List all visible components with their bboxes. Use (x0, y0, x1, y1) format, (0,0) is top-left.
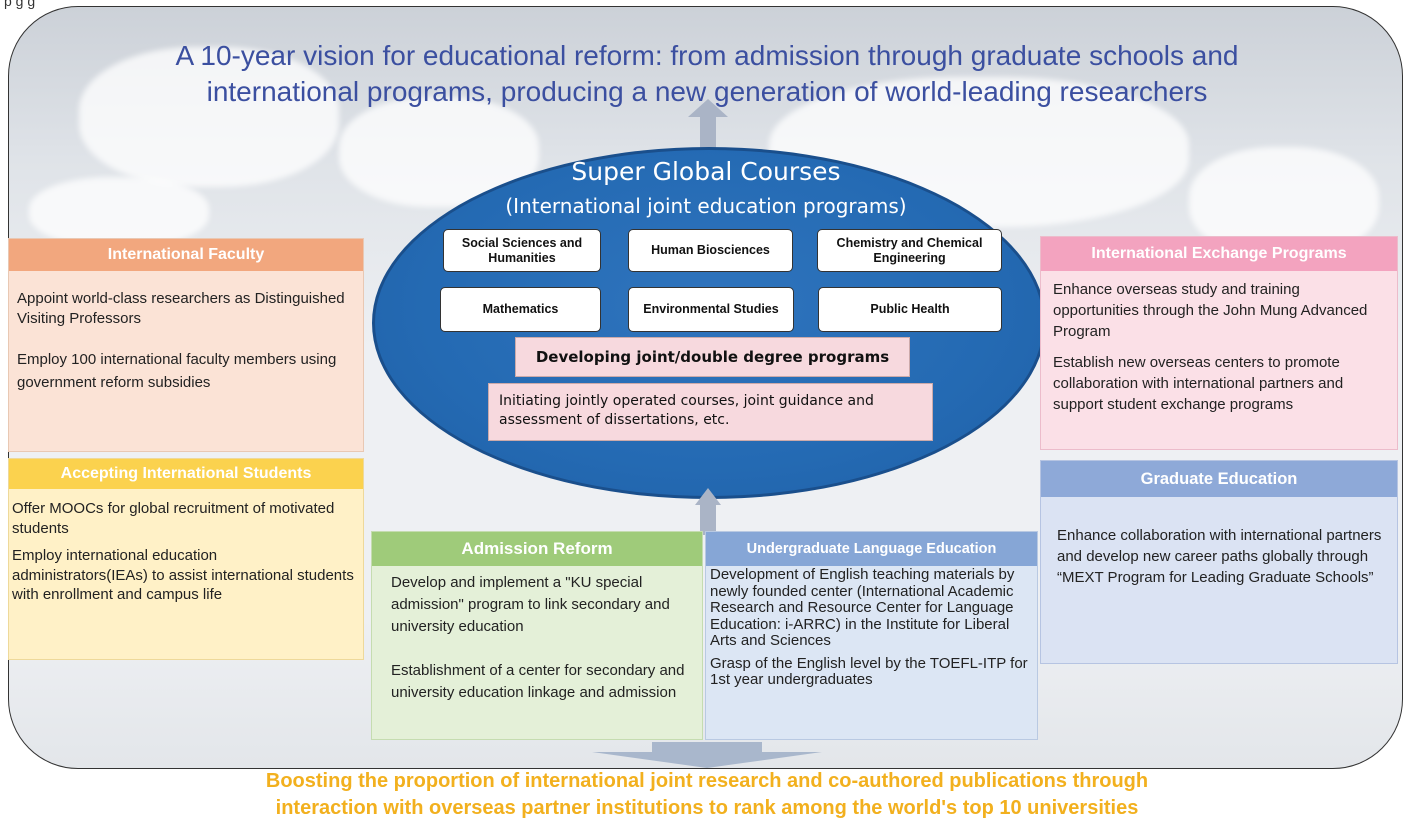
bottom-goal-line-1: Boosting the proportion of international… (265, 770, 1149, 792)
program-public-health: Public Health (818, 287, 1002, 332)
international-faculty-header: International Faculty (9, 239, 363, 271)
joint-degree-label: Developing joint/double degree programs (515, 337, 910, 377)
program-human-biosciences: Human Biosciences (628, 229, 793, 272)
arrow-up-ellipse-icon (695, 488, 721, 505)
arrow-down-shaft (652, 742, 762, 752)
admission-reform-header: Admission Reform (372, 532, 702, 566)
language-item-1: Development of English teaching material… (710, 566, 1015, 649)
arrow-up-vision-icon (688, 99, 728, 117)
joint-courses-text: Initiating jointly operated courses, joi… (488, 383, 933, 441)
program-mathematics: Mathematics (440, 287, 601, 332)
program-chemistry: Chemistry and Chemical Engineering (817, 229, 1002, 272)
program-environmental-studies: Environmental Studies (628, 287, 794, 332)
international-exchange-box: International Exchange Programs Enhance … (1040, 236, 1398, 450)
arrow-up-ellipse-shaft (700, 505, 716, 535)
students-item-1: Offer MOOCs for global recruitment of mo… (12, 500, 335, 537)
program-social-sciences: Social Sciences and Humanities (443, 229, 601, 272)
undergrad-language-header: Undergraduate Language Education (706, 532, 1037, 566)
vision-title-line-1: A 10-year vision for educational reform:… (175, 40, 1239, 71)
accepting-students-box: Accepting International Students Offer M… (8, 458, 364, 660)
bottom-goal-line-2: interaction with overseas partner instit… (275, 797, 1139, 819)
admission-item-1: Develop and implement a "KU special admi… (391, 574, 670, 635)
language-item-2: Grasp of the English level by the TOEFL-… (710, 654, 1028, 688)
exchange-item-2: Establish new overseas centers to promot… (1053, 354, 1344, 413)
super-global-title: Super Global Courses (571, 157, 841, 186)
graduate-education-box: Graduate Education Enhance collaboration… (1040, 460, 1398, 664)
graduate-education-header: Graduate Education (1041, 461, 1397, 497)
exchange-item-1: Enhance overseas study and training oppo… (1053, 281, 1368, 340)
faculty-item-2: Employ 100 international faculty members… (17, 351, 337, 391)
bottom-goal-text: Boosting the proportion of international… (0, 768, 1414, 822)
super-global-subtitle: (International joint education programs) (505, 194, 907, 218)
arrow-up-vision-shaft (700, 114, 716, 154)
admission-reform-box: Admission Reform Develop and implement a… (371, 531, 703, 740)
students-item-2: Employ international education administr… (12, 547, 354, 603)
map-continent (29, 177, 209, 247)
map-continent (79, 47, 339, 187)
cropped-caption-text: p g g (4, 0, 36, 9)
undergrad-language-box: Undergraduate Language Education Develop… (705, 531, 1038, 740)
arrow-down-icon (592, 752, 822, 768)
admission-item-2: Establishment of a center for secondary … (391, 662, 685, 701)
international-faculty-box: International Faculty Appoint world-clas… (8, 238, 364, 452)
accepting-students-header: Accepting International Students (9, 459, 363, 489)
faculty-item-1: Appoint world-class researchers as Disti… (17, 290, 345, 327)
graduate-item-1: Enhance collaboration with international… (1057, 527, 1382, 586)
international-exchange-header: International Exchange Programs (1041, 237, 1397, 271)
